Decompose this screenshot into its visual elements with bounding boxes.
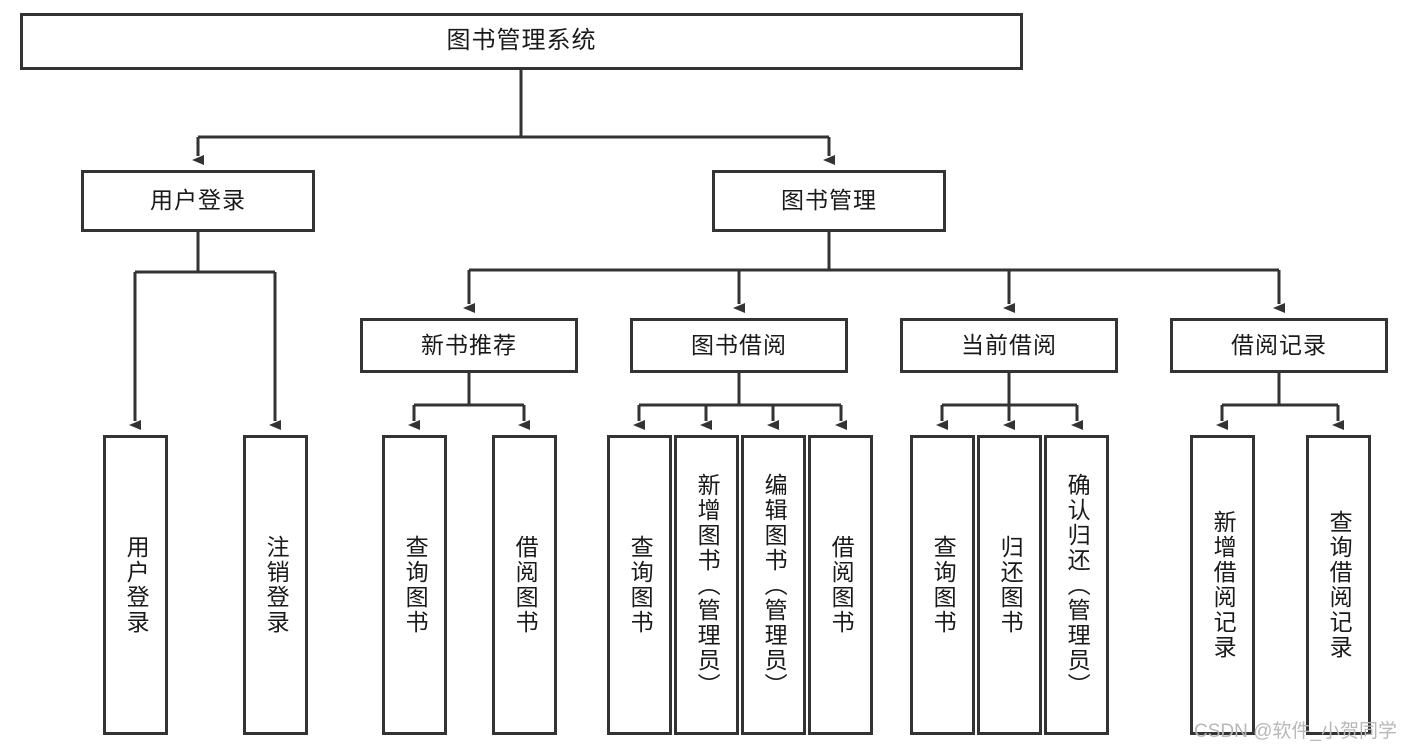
node-root-system[interactable]: 图书管理系统	[20, 13, 1023, 70]
node-label: 用户登录	[123, 535, 150, 635]
node-label: 新书推荐	[421, 331, 517, 358]
leaf-current-query-book[interactable]: 查询图书	[910, 435, 975, 735]
leaf-borrow-borrow-book[interactable]: 借阅图书	[808, 435, 873, 735]
node-label: 借阅图书	[828, 535, 855, 635]
node-label: 借阅记录	[1231, 331, 1327, 358]
node-borrow-record[interactable]: 借阅记录	[1170, 318, 1388, 373]
node-book-management[interactable]: 图书管理	[712, 170, 946, 232]
node-label: 图书管理系统	[446, 27, 597, 55]
node-label: 编辑图书（管理员）	[761, 472, 788, 698]
node-label: 归还图书	[997, 535, 1024, 635]
node-user-login[interactable]: 用户登录	[81, 170, 315, 232]
node-label: 注销登录	[263, 535, 290, 635]
leaf-user-logout[interactable]: 注销登录	[243, 435, 308, 735]
leaf-current-return-book[interactable]: 归还图书	[977, 435, 1042, 735]
node-book-borrow[interactable]: 图书借阅	[630, 318, 848, 373]
node-label: 图书管理	[781, 187, 877, 214]
node-new-book-recommend[interactable]: 新书推荐	[360, 318, 578, 373]
node-label: 查询图书	[402, 535, 429, 635]
node-current-borrow[interactable]: 当前借阅	[900, 318, 1118, 373]
node-label: 确认归还（管理员）	[1064, 472, 1091, 698]
leaf-current-confirm-return[interactable]: 确认归还（管理员）	[1044, 435, 1109, 735]
leaf-borrow-query-book[interactable]: 查询图书	[607, 435, 672, 735]
node-label: 新增图书（管理员）	[694, 472, 721, 698]
node-label: 借阅图书	[512, 535, 539, 635]
node-label: 新增借阅记录	[1210, 510, 1237, 660]
node-label: 图书借阅	[691, 331, 787, 358]
node-label: 查询图书	[627, 535, 654, 635]
leaf-borrow-edit-book[interactable]: 编辑图书（管理员）	[741, 435, 806, 735]
watermark: CSDN @软件_小贺同学	[1194, 721, 1397, 742]
node-label: 查询借阅记录	[1326, 510, 1353, 660]
leaf-user-login[interactable]: 用户登录	[103, 435, 168, 735]
leaf-recommend-borrow-book[interactable]: 借阅图书	[492, 435, 557, 735]
leaf-borrow-add-book[interactable]: 新增图书（管理员）	[674, 435, 739, 735]
node-label: 用户登录	[150, 187, 246, 214]
leaf-record-query[interactable]: 查询借阅记录	[1306, 435, 1371, 735]
leaf-record-add[interactable]: 新增借阅记录	[1190, 435, 1255, 735]
node-label: 当前借阅	[961, 331, 1057, 358]
node-label: 查询图书	[930, 535, 957, 635]
leaf-recommend-query-book[interactable]: 查询图书	[382, 435, 447, 735]
